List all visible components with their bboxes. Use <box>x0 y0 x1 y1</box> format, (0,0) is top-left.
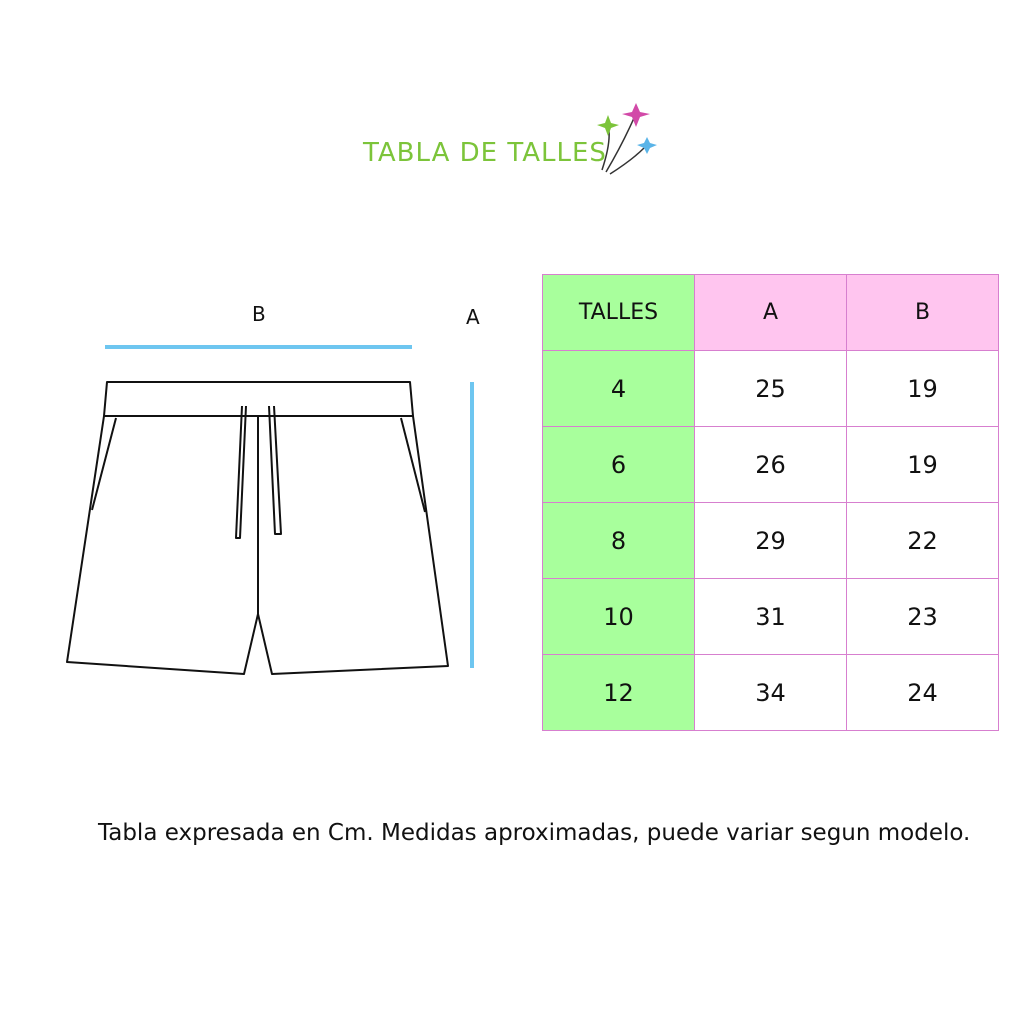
a-cell: 25 <box>694 350 847 427</box>
a-cell: 34 <box>694 654 847 731</box>
b-cell: 19 <box>846 350 999 427</box>
diagram-label-b: B <box>252 302 266 326</box>
size-cell: 10 <box>542 578 695 655</box>
table-row: 4 25 19 <box>542 350 999 427</box>
header-a: A <box>694 274 847 351</box>
a-cell: 31 <box>694 578 847 655</box>
size-cell: 6 <box>542 426 695 503</box>
page-title: TABLA DE TALLES <box>363 138 607 168</box>
table-header-row: TALLES A B <box>542 274 999 351</box>
footnote: Tabla expresada en Cm. Medidas aproximad… <box>98 820 971 846</box>
b-cell: 23 <box>846 578 999 655</box>
b-cell: 22 <box>846 502 999 579</box>
table-row: 8 29 22 <box>542 502 999 579</box>
table-row: 6 26 19 <box>542 426 999 503</box>
header-b: B <box>846 274 999 351</box>
stars-icon <box>597 103 657 175</box>
diagram-label-a: A <box>466 305 480 329</box>
shorts-diagram <box>66 345 474 675</box>
b-cell: 19 <box>846 426 999 503</box>
size-cell: 8 <box>542 502 695 579</box>
header-talles: TALLES <box>542 274 695 351</box>
a-cell: 26 <box>694 426 847 503</box>
size-cell: 4 <box>542 350 695 427</box>
a-cell: 29 <box>694 502 847 579</box>
table-row: 10 31 23 <box>542 578 999 655</box>
size-cell: 12 <box>542 654 695 731</box>
size-table: TALLES A B 4 25 19 6 26 19 8 29 22 10 31… <box>542 274 999 731</box>
table-row: 12 34 24 <box>542 654 999 731</box>
b-cell: 24 <box>846 654 999 731</box>
shorts-icon <box>66 381 449 675</box>
